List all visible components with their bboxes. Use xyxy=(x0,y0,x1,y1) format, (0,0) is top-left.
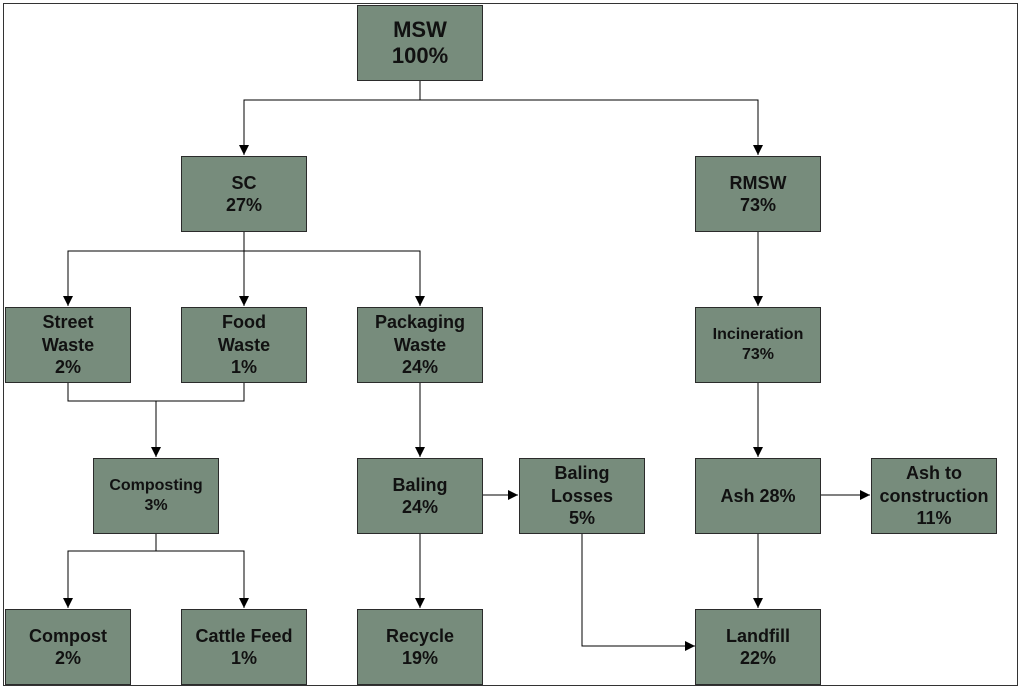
node-packaging-waste: Packaging Waste 24% xyxy=(357,307,483,383)
node-recycle: Recycle 19% xyxy=(357,609,483,685)
node-street-waste: Street Waste 2% xyxy=(5,307,131,383)
diagram-frame xyxy=(3,3,1018,686)
node-food-waste: Food Waste 1% xyxy=(181,307,307,383)
connector-street-food-merge xyxy=(67,382,245,402)
connector-composting-to-cattle-feed xyxy=(156,550,249,608)
connector-sc-to-packaging-waste xyxy=(244,250,425,306)
connector-msw-to-sc xyxy=(239,99,420,155)
connector-losses-to-landfill xyxy=(581,533,695,651)
node-compost: Compost 2% xyxy=(5,609,131,685)
node-cattle-feed: Cattle Feed 1% xyxy=(181,609,307,685)
node-rmsw: RMSW 73% xyxy=(695,156,821,232)
connector-msw-to-rmsw xyxy=(420,99,763,155)
node-ash-to-construction: Ash to construction 11% xyxy=(871,458,997,534)
node-landfill: Landfill 22% xyxy=(695,609,821,685)
connector-composting-to-compost xyxy=(63,550,156,608)
node-sc: SC 27% xyxy=(181,156,307,232)
node-incineration: Incineration 73% xyxy=(695,307,821,383)
node-ash: Ash 28% xyxy=(695,458,821,534)
node-baling-losses: Baling Losses 5% xyxy=(519,458,645,534)
node-msw: MSW 100% xyxy=(357,5,483,81)
node-baling: Baling 24% xyxy=(357,458,483,534)
connector-sc-to-street-waste xyxy=(63,250,244,306)
node-composting: Composting 3% xyxy=(93,458,219,534)
